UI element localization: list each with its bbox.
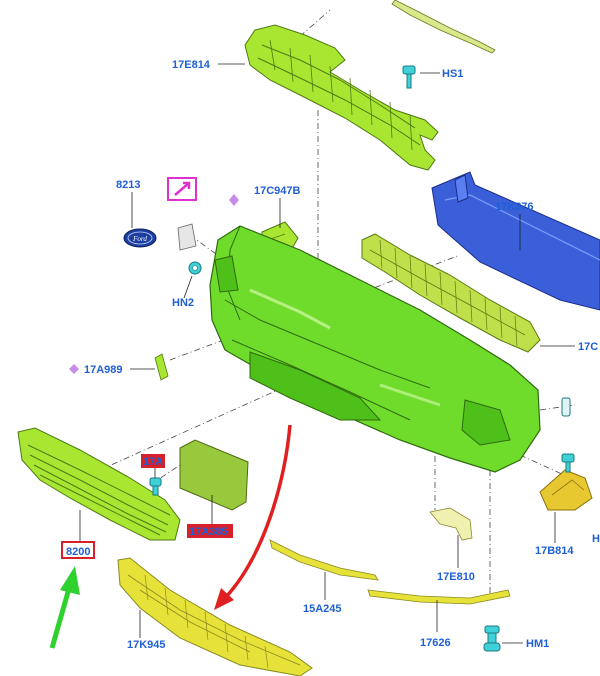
- part-HS1-screw: [402, 65, 416, 89]
- label-8200: 8200: [66, 546, 90, 558]
- part-8213-emblem: Ford: [123, 228, 157, 248]
- label-17A: 17A: [143, 456, 163, 468]
- part-labels: 17E814 HS1 8213 17C947B 17K876 HN2 17C 1…: [66, 59, 600, 651]
- label-17A385: 17A385: [189, 526, 228, 538]
- label-17K945: 17K945: [127, 639, 166, 651]
- part-HM1-fastener: [483, 625, 501, 652]
- pointer-arrow-icon: [167, 177, 197, 201]
- part-17C-absorber: [361, 233, 541, 353]
- label-17E810: 17E810: [437, 571, 475, 583]
- label-HN2: HN2: [172, 297, 194, 309]
- part-17A989-clip: [154, 353, 169, 381]
- green-arrow-icon: [49, 566, 80, 649]
- part-17K945-grille: [117, 557, 313, 676]
- part-17E814-bracket: [244, 24, 439, 171]
- label-17A989: 17A989: [84, 364, 123, 376]
- label-17E814: 17E814: [172, 59, 211, 71]
- part-8200-grille: [17, 427, 181, 541]
- label-H: H: [592, 533, 600, 545]
- label-17C: 17C: [578, 341, 598, 353]
- label-17626: 17626: [420, 637, 451, 649]
- diamond-marker-icon: [229, 194, 239, 206]
- label-15A245: 15A245: [303, 603, 342, 615]
- part-17E810-bracket: [429, 507, 473, 541]
- label-17K876: 17K876: [495, 201, 534, 213]
- part-bumper-cover: [209, 225, 541, 473]
- part-screw-right: [561, 397, 571, 417]
- highlight-boxes: [61, 454, 233, 559]
- part-17K876-beam: [431, 171, 600, 311]
- label-HS1: HS1: [442, 68, 463, 80]
- diamond-marker-icon: [69, 364, 79, 374]
- svg-text:Ford: Ford: [132, 235, 147, 243]
- part-17626-strip: [367, 589, 511, 605]
- part-HN2-nut: [188, 261, 202, 275]
- part-17A-screw: [149, 477, 162, 496]
- label-8213: 8213: [116, 179, 140, 191]
- label-17C947B: 17C947B: [254, 185, 301, 197]
- red-arrow-icon: [214, 424, 292, 610]
- part-clip-grey: [177, 223, 197, 251]
- part-17A385-plate: [179, 439, 249, 511]
- part-17B814-bracket: [539, 469, 593, 511]
- label-17B814: 17B814: [535, 545, 574, 557]
- label-HM1: HM1: [526, 638, 549, 650]
- part-15A245-strip: [269, 539, 379, 581]
- top-reinforcement-strip: [391, 0, 496, 54]
- part-H-screw: [561, 453, 575, 473]
